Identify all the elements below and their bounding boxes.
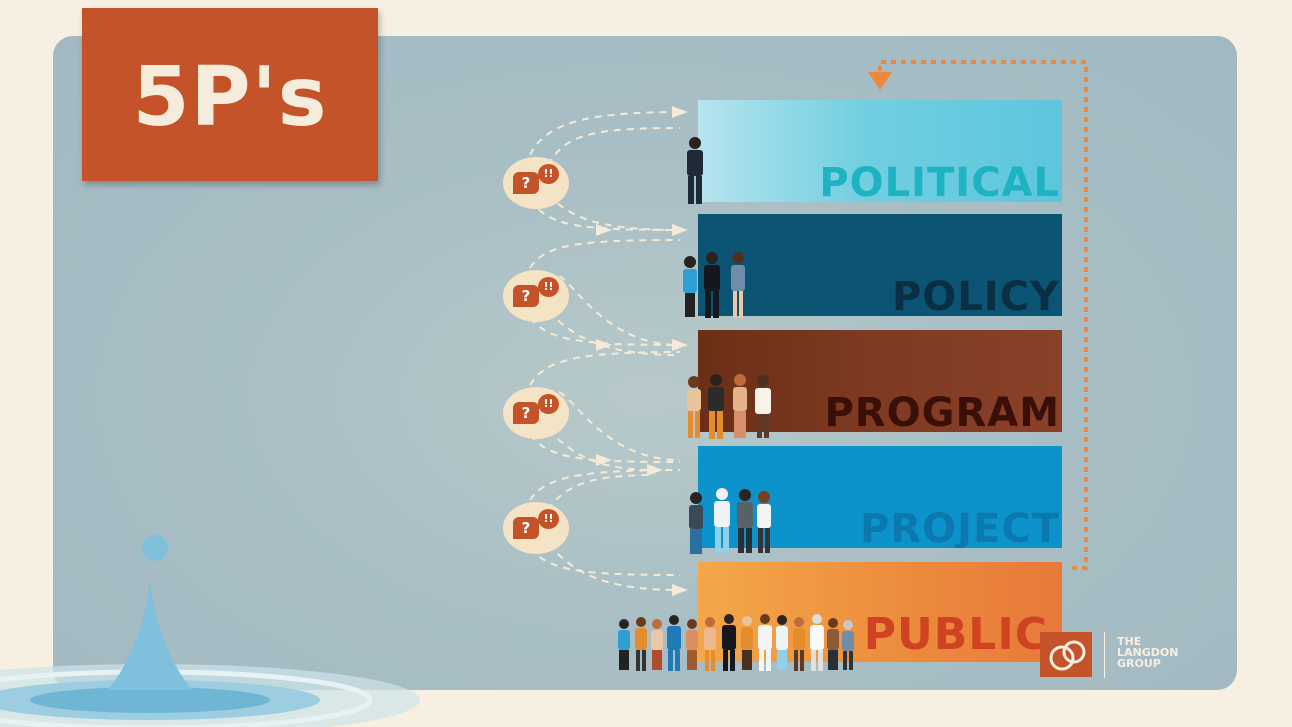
logo-divider <box>1104 632 1105 678</box>
project-workers-figures <box>689 488 771 554</box>
program-staff-figures <box>687 374 771 439</box>
question-icon: ? <box>513 517 539 539</box>
water-drop-illustration <box>0 535 420 727</box>
discussion-bubble-3: ? !! <box>503 387 569 439</box>
level-label-policy: POLICY <box>891 274 1060 316</box>
discussion-bubble-1: ? !! <box>503 157 569 209</box>
flow-arrows <box>529 111 681 591</box>
langdon-logo-text: THE LANGDON GROUP <box>1117 636 1178 669</box>
level-label-program: PROGRAM <box>824 390 1060 432</box>
people-illustrations <box>618 137 854 671</box>
exclamation-icon: !! <box>538 509 559 529</box>
logo-line-2: LANGDON <box>1117 646 1179 659</box>
question-icon: ? <box>513 402 539 424</box>
title-box: 5P's <box>82 8 378 181</box>
feedback-loop-arrow <box>878 60 1088 570</box>
policy-makers-figures <box>683 252 745 318</box>
exclamation-icon: !! <box>538 394 559 414</box>
exclamation-icon: !! <box>538 164 559 184</box>
politician-figure <box>687 137 703 204</box>
question-icon: ? <box>513 172 539 194</box>
question-icon: ? <box>513 285 539 307</box>
langdon-logo-mark <box>1040 632 1092 677</box>
discussion-bubble-4: ? !! <box>503 502 569 554</box>
flow-arrowheads <box>596 106 688 596</box>
level-policy: POLICY <box>698 214 1062 316</box>
public-crowd-figures <box>618 614 854 671</box>
level-label-public: PUBLIC <box>863 609 1048 660</box>
logo-line-3: GROUP <box>1117 657 1161 670</box>
discussion-bubble-2: ? !! <box>503 270 569 322</box>
level-political: POLITICAL <box>698 100 1062 202</box>
level-label-political: POLITICAL <box>819 160 1060 202</box>
logo-line-1: THE <box>1117 635 1142 648</box>
level-label-project: PROJECT <box>860 506 1060 548</box>
feedback-arrowhead <box>868 72 892 90</box>
exclamation-icon: !! <box>538 277 559 297</box>
page-title: 5P's <box>132 50 328 145</box>
